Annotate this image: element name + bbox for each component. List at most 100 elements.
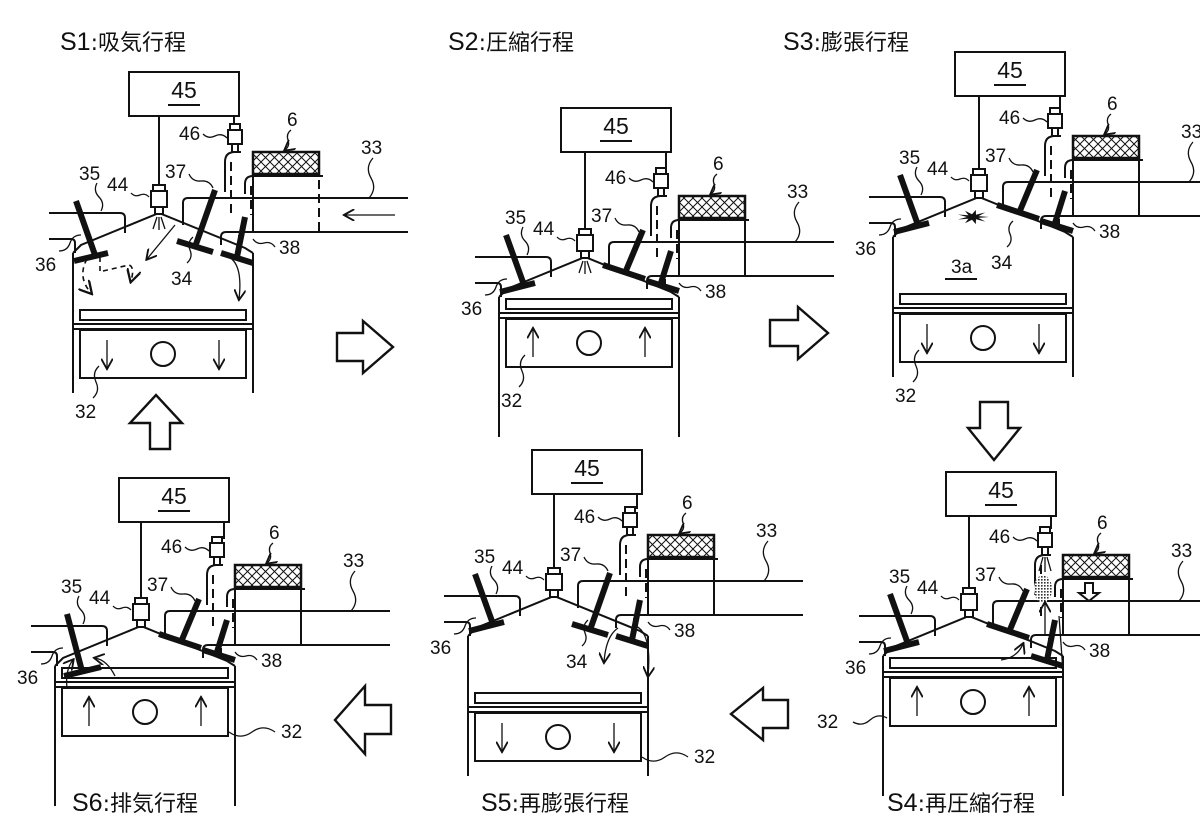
exhaust-out-arrow <box>67 660 73 689</box>
catalyst-ref-label: 6 <box>713 154 724 175</box>
exhaust-valve-37-leader <box>998 576 1024 592</box>
stage-title-s4: S4:再圧縮行程 <box>887 789 1035 817</box>
intake-port-lower <box>475 282 502 297</box>
injector-46-leader <box>628 177 654 183</box>
injector-44-leader <box>525 575 545 581</box>
exhaust-reinflow-arrow <box>635 625 649 676</box>
catalyst-6 <box>1071 134 1141 160</box>
intake-port-leader <box>58 234 82 252</box>
exhaust-valve-37-stem <box>178 597 202 644</box>
intake-port-ref-label: 36 <box>461 299 482 320</box>
valve-38-leader <box>1072 222 1096 232</box>
piston-crown <box>899 293 1067 305</box>
piston-body <box>889 677 1057 727</box>
intake-port-upper <box>31 625 108 646</box>
controller-box-45 <box>560 107 672 153</box>
controller-box-45 <box>128 71 240 117</box>
exhaust-outflow-arrow <box>1000 644 1023 661</box>
injector-44-nozzle <box>136 619 146 628</box>
exhaust-reinflow-arrow <box>228 256 240 299</box>
exhaust-pipe-lower <box>646 275 834 289</box>
catalyst-housing-lower-line <box>244 175 323 194</box>
valve-38-leader <box>252 238 276 248</box>
intake-port-upper <box>475 256 552 277</box>
exhaust-valve-37-ref-label: 37 <box>975 565 996 586</box>
intake-valve-leader <box>76 595 86 625</box>
exhaust-pipe-lower <box>202 644 390 658</box>
injector-44-ref-label: 44 <box>927 159 949 180</box>
piston-leader <box>852 715 888 725</box>
catalyst-ref-label: 6 <box>1107 94 1118 115</box>
spray-line <box>586 260 592 274</box>
injector-44-leader <box>556 236 576 242</box>
bypass-duct-outer <box>224 151 241 192</box>
injector-46-nozzle <box>657 187 665 197</box>
piston-crown <box>474 692 642 704</box>
exhaust-pipe-upper <box>164 610 390 638</box>
injector-44-leader <box>940 595 960 601</box>
valve-38-ref-label: 38 <box>1099 222 1120 243</box>
piston-pin <box>132 699 158 725</box>
intake-port-leader <box>453 617 477 635</box>
piston-crown <box>79 309 247 321</box>
injector-46-body <box>653 173 669 189</box>
exhaust-flow-line <box>1058 615 1064 673</box>
exhaust-pipe-ref-label: 33 <box>1171 541 1192 562</box>
intake-valve-head <box>63 664 102 679</box>
piston-crown <box>889 657 1057 669</box>
injector-46-leader <box>1012 536 1038 542</box>
piston-body <box>61 687 229 737</box>
exhaust-pipe-upper <box>992 600 1200 628</box>
exhaust-pipe-leader <box>1187 141 1195 183</box>
valve-38-leader <box>234 651 258 661</box>
valve-head-34-ref-label: 34 <box>171 269 193 290</box>
valve-38-head <box>202 647 236 663</box>
intake-valve-head <box>468 619 505 634</box>
injector-46-leader <box>184 546 210 552</box>
injector-44-ref-label: 44 <box>107 175 129 196</box>
catalyst-housing-lower-line <box>639 558 718 577</box>
intake-port-leader <box>878 218 902 236</box>
exhaust-pipe-leader <box>1177 560 1185 602</box>
valve-38-head <box>646 278 680 294</box>
injector-44-body <box>132 603 150 621</box>
exhaust-valve-37-head <box>158 631 202 651</box>
catalyst-6 <box>646 533 716 559</box>
piston-ref-label: 32 <box>501 391 522 412</box>
exhaust-pipe-lower <box>1030 634 1200 648</box>
intake-valve-stem <box>897 173 921 227</box>
injector-44-body <box>545 573 563 591</box>
injector-46-leader <box>1022 117 1048 123</box>
exhaust-pipe-leader <box>793 201 801 243</box>
spray-line <box>160 216 166 230</box>
valve-38-head <box>1030 653 1064 669</box>
stage-title-s3: S3:膨張行程 <box>783 28 909 56</box>
intake-valve-stem <box>73 200 98 256</box>
catalyst-down-arrow-icon <box>1076 582 1102 603</box>
injector-46-nozzle <box>231 143 239 153</box>
valve-38-leader <box>678 282 702 292</box>
intake-valve-leader <box>520 226 530 256</box>
piston-leader <box>912 349 920 383</box>
spray-line <box>1038 556 1044 572</box>
transition-arrow-s5-to-s6 <box>333 682 393 758</box>
intake-valve-leader <box>489 565 499 595</box>
injector-44-fuel-spray-icon <box>152 216 166 230</box>
exhaust-valve-37-leader <box>1008 157 1034 173</box>
exhaust-valve-37-stem <box>587 572 613 631</box>
piston-body <box>79 329 247 379</box>
exhaust-valve-37-ref-label: 37 <box>591 206 612 227</box>
intake-port-upper <box>869 196 946 217</box>
piston-ref-label: 32 <box>281 722 302 743</box>
controller-label: 45 <box>988 477 1014 503</box>
intake-port-ref-label: 36 <box>845 658 866 679</box>
bypass-duct-outer <box>206 564 223 605</box>
intake-port-upper <box>859 615 936 636</box>
intake-valve-ref-label: 35 <box>505 208 526 229</box>
valve-38-stem <box>1052 190 1068 224</box>
intake-port-lower <box>444 621 471 636</box>
